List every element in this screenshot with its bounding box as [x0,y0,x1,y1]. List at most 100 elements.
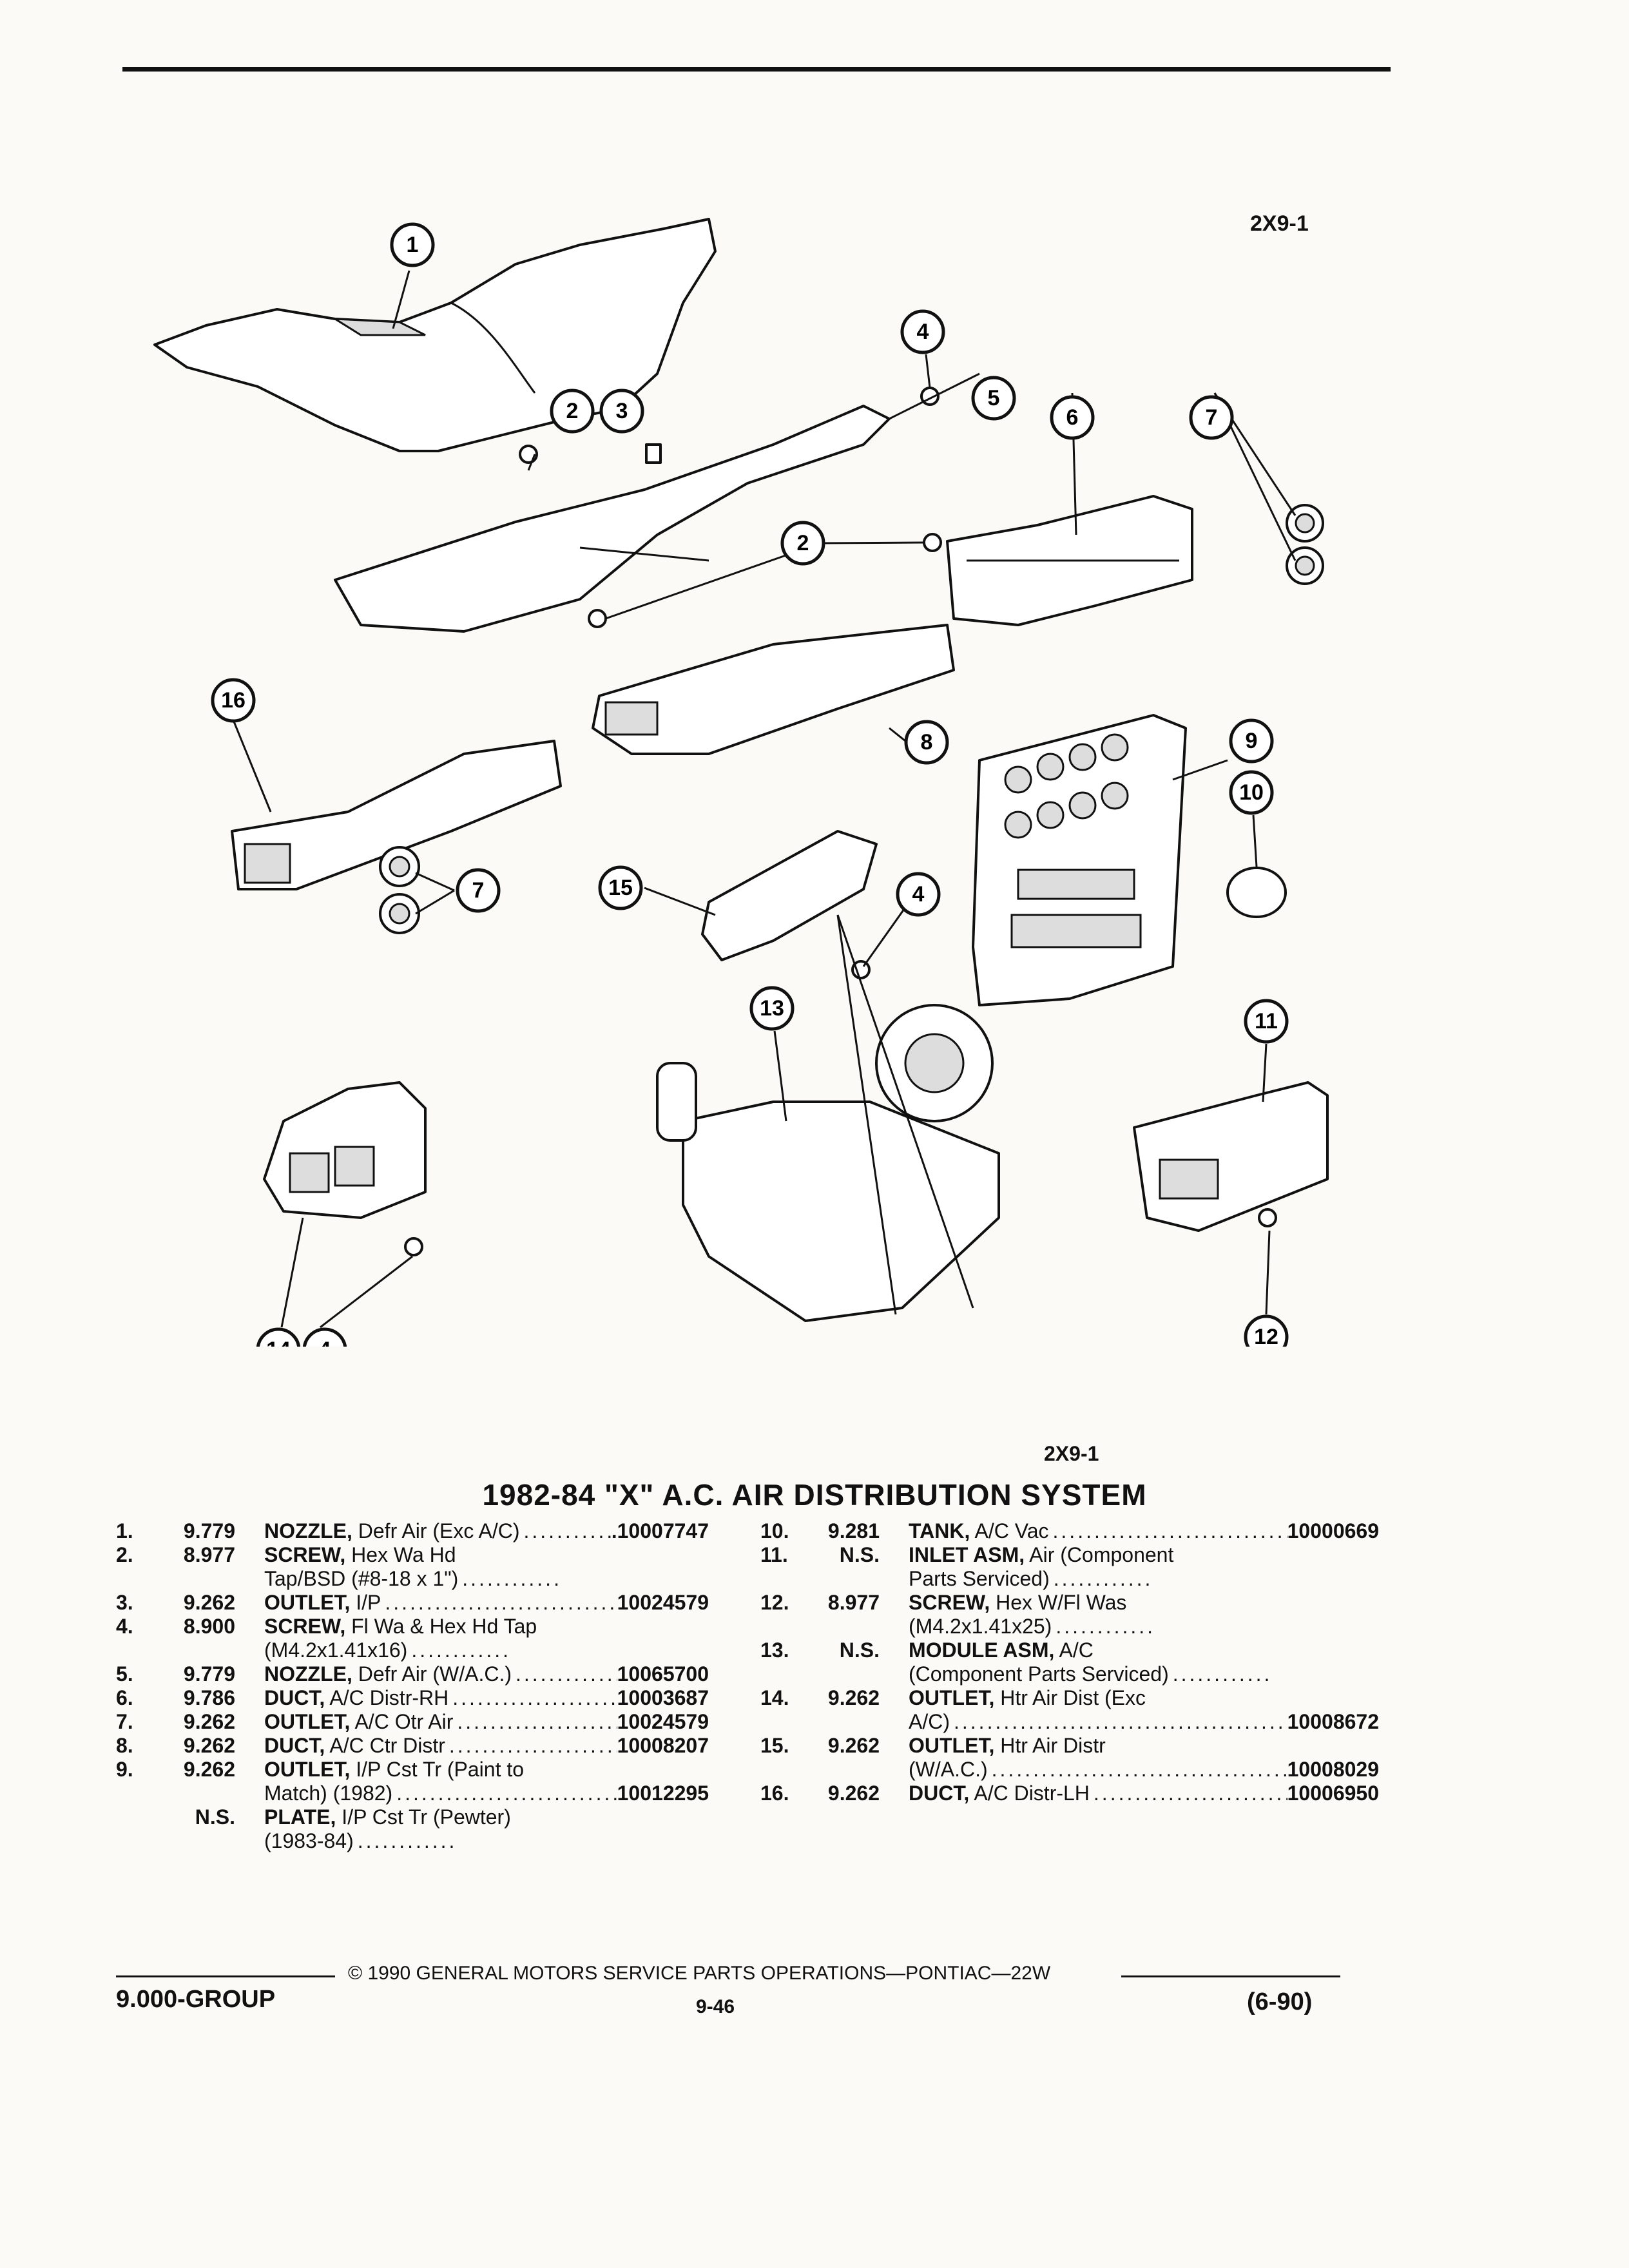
item-detail: Htr Air Dist (Exc [994,1686,1146,1709]
item-name: PLATE, [264,1805,336,1829]
item-description: INLET ASM, Air (Component [909,1543,1379,1567]
part-number: 10024579 [617,1710,709,1733]
callout-9: 9 [1229,718,1274,764]
item-detail: A/C Distr-LH [969,1782,1090,1805]
item-description-continued: (Component Parts Serviced)............ [909,1662,1273,1686]
item-name: NOZZLE, [264,1519,352,1542]
item-name: OUTLET, [264,1710,351,1733]
group-code: 9.262 [183,1591,235,1614]
item-name: SCREW, [264,1615,346,1638]
item-description: DUCT, A/C Distr-RH......................… [264,1686,709,1709]
item-number: 15. [760,1734,789,1757]
item-name: DUCT, [264,1734,325,1757]
item-description-continued: Tap/BSD (#8-18 x 1")............ [264,1567,562,1590]
callout-15: 15 [598,865,643,910]
item-description: OUTLET, A/C Otr Air.....................… [264,1710,709,1733]
svg-text:11: 11 [1255,1009,1278,1033]
item-detail: Hex Wa Hd [345,1543,456,1566]
item-name: DUCT, [909,1782,970,1805]
callout-7-top: 7 [1189,395,1234,440]
item-description: DUCT, A/C Distr-LH......................… [909,1782,1379,1805]
item-description-continued: (M4.2x1.41x16)............ [264,1639,512,1662]
svg-text:9: 9 [1246,729,1258,753]
item-description: SCREW, Hex W/Fl Was [909,1591,1379,1615]
callout-4-mid: 4 [896,872,941,917]
item-number: 14. [760,1686,789,1709]
parts-list-row: 6. 9.786 DUCT, A/C Distr-RH...............… [116,1686,709,1710]
part-duct-ac-distr-lh [231,740,562,890]
svg-text:5: 5 [988,386,1000,410]
part-number: 10012295 [617,1782,709,1805]
item-name: MODULE ASM, [909,1639,1055,1662]
group-code: 8.900 [183,1615,235,1638]
callout-5: 5 [971,376,1016,421]
item-description: OUTLET, Htr Air Distr [909,1734,1379,1758]
svg-text:10: 10 [1239,780,1264,805]
figure-code-top: 2X9-1 [1250,211,1309,236]
group-code: N.S. [195,1805,235,1829]
item-number: 4. [116,1615,133,1638]
svg-text:15: 15 [608,876,633,900]
part-duct-ac-ctr-distr [592,624,955,755]
item-number: 13. [760,1639,789,1662]
callout-16: 16 [211,678,256,723]
item-name: SCREW, [909,1591,990,1614]
parts-list-row: 13.N.S.MODULE ASM, A/C(Component Parts S… [760,1639,1379,1686]
group-code: 9.262 [183,1758,235,1781]
item-detail: I/P [350,1591,381,1614]
group-code: 8.977 [827,1591,880,1614]
footer-rule-left [116,1975,335,1977]
item-detail: A/C Ctr Distr [325,1734,445,1757]
item-description-continued: Match) (1982)...........................… [264,1782,709,1805]
item-description-continued: A/C)....................................… [909,1710,1379,1733]
part-number: 10000669 [1287,1519,1379,1542]
part-defroster-nozzle-ac [334,405,891,633]
callout-14: 14 [256,1327,301,1347]
callout-3: 3 [599,389,644,434]
callout-4-top: 4 [900,309,945,354]
part-number: 10008672 [1287,1710,1379,1733]
group-code: 9.262 [183,1734,235,1757]
item-name: OUTLET, [909,1734,995,1757]
callout-2-mid: 2 [780,521,825,566]
item-number: 5. [116,1662,133,1686]
footer-group: 9.000-GROUP [116,1986,276,2013]
part-heater-air-outlet-ac [701,830,878,961]
item-description: OUTLET, I/P Cst Tr (Paint to [264,1758,709,1782]
callout-12: 12 [1244,1314,1289,1347]
footer-rule-right [1121,1975,1340,1977]
item-detail: Htr Air Distr [994,1734,1106,1757]
item-description: NOZZLE, Defr Air (W/A.C.)...............… [264,1662,709,1686]
item-number: 7. [116,1710,133,1733]
item-description: NOZZLE, Defr Air (Exc A/C)..............… [264,1519,709,1542]
item-name: OUTLET, [264,1591,351,1614]
item-name: TANK, [909,1519,970,1542]
part-ac-module-asm [656,1004,1000,1322]
item-detail: I/P Cst Tr (Paint to [350,1758,525,1781]
item-number: 2. [116,1543,133,1566]
item-number: 9. [116,1758,133,1781]
item-detail: A/C Vac [970,1519,1049,1542]
parts-list-row: N.S.PLATE, I/P Cst Tr (Pewter)(1983-84).… [116,1805,709,1853]
part-ac-vacuum-tank [1226,867,1287,918]
callout-2-top: 2 [550,389,595,434]
item-detail: A/C Distr-RH [325,1686,449,1709]
group-code: 9.786 [183,1686,235,1709]
part-number: 10008029 [1287,1758,1379,1781]
part-outer-air-outlets-right [1286,504,1324,585]
item-number: 6. [116,1686,133,1709]
svg-text:3: 3 [616,399,628,423]
svg-text:7: 7 [472,878,485,903]
item-detail: Defr Air (Exc A/C) [352,1519,520,1542]
svg-text:2: 2 [566,399,579,423]
callout-4-bottom: 4 [302,1327,347,1347]
callout-13: 13 [749,986,795,1031]
